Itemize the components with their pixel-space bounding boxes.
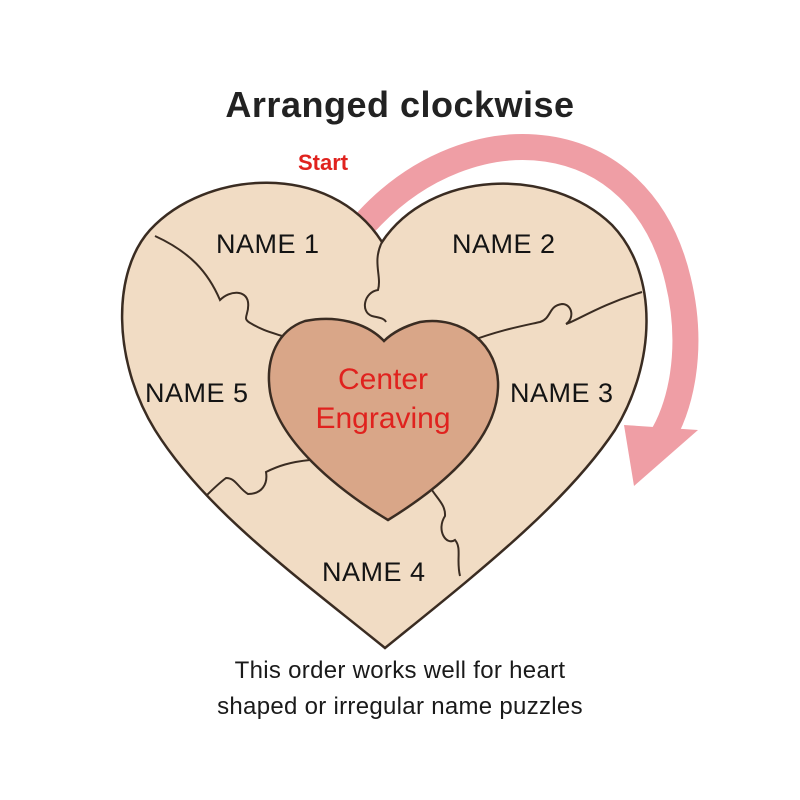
clockwise-arrow bbox=[355, 134, 699, 453]
caption-line-1: This order works well for heart bbox=[234, 657, 566, 684]
arrow-head-icon bbox=[624, 425, 698, 486]
cut-line-5-1 bbox=[154, 235, 283, 337]
center-label-line-2: Engraving bbox=[315, 402, 451, 435]
piece-label-name-3: NAME 3 bbox=[510, 378, 614, 408]
cut-line-2-3 bbox=[467, 291, 643, 343]
piece-label-name-5: NAME 5 bbox=[145, 378, 249, 408]
cut-line-3-4 bbox=[425, 477, 461, 577]
caption-line-2: shaped or irregular name puzzles bbox=[217, 693, 583, 720]
piece-label-name-2: NAME 2 bbox=[452, 229, 556, 259]
start-label: Start bbox=[298, 150, 349, 175]
piece-label-name-4: NAME 4 bbox=[322, 557, 426, 587]
cut-line-1-2 bbox=[363, 241, 387, 323]
center-heart bbox=[267, 317, 500, 522]
piece-label-name-1: NAME 1 bbox=[216, 229, 320, 259]
cut-line-4-5 bbox=[205, 459, 311, 497]
title: Arranged clockwise bbox=[225, 84, 575, 125]
puzzle-cut-lines bbox=[154, 235, 643, 577]
center-label-line-1: Center bbox=[337, 363, 429, 396]
